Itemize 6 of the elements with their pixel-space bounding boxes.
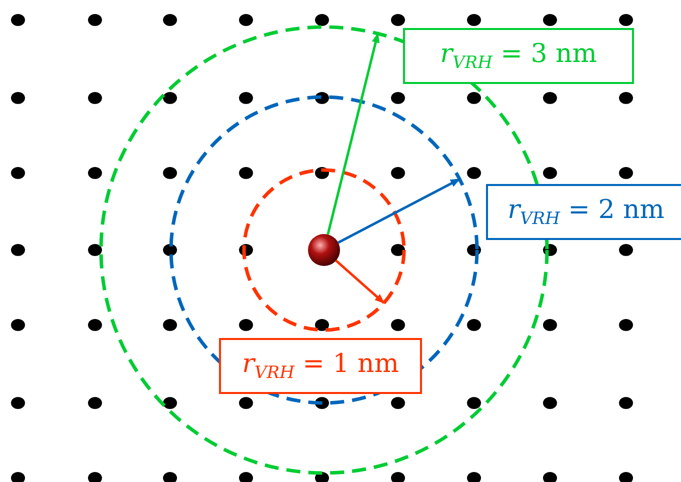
arrow — [338, 178, 460, 244]
radius-label: r$_{VRH}$ = 1 nm — [242, 348, 399, 384]
radius-label: r$_{VRH}$ = 2 nm — [508, 194, 664, 230]
radius-label: r$_{VRH}$ = 3 nm — [440, 38, 597, 74]
arrow — [335, 260, 385, 304]
arrow — [326, 32, 380, 235]
